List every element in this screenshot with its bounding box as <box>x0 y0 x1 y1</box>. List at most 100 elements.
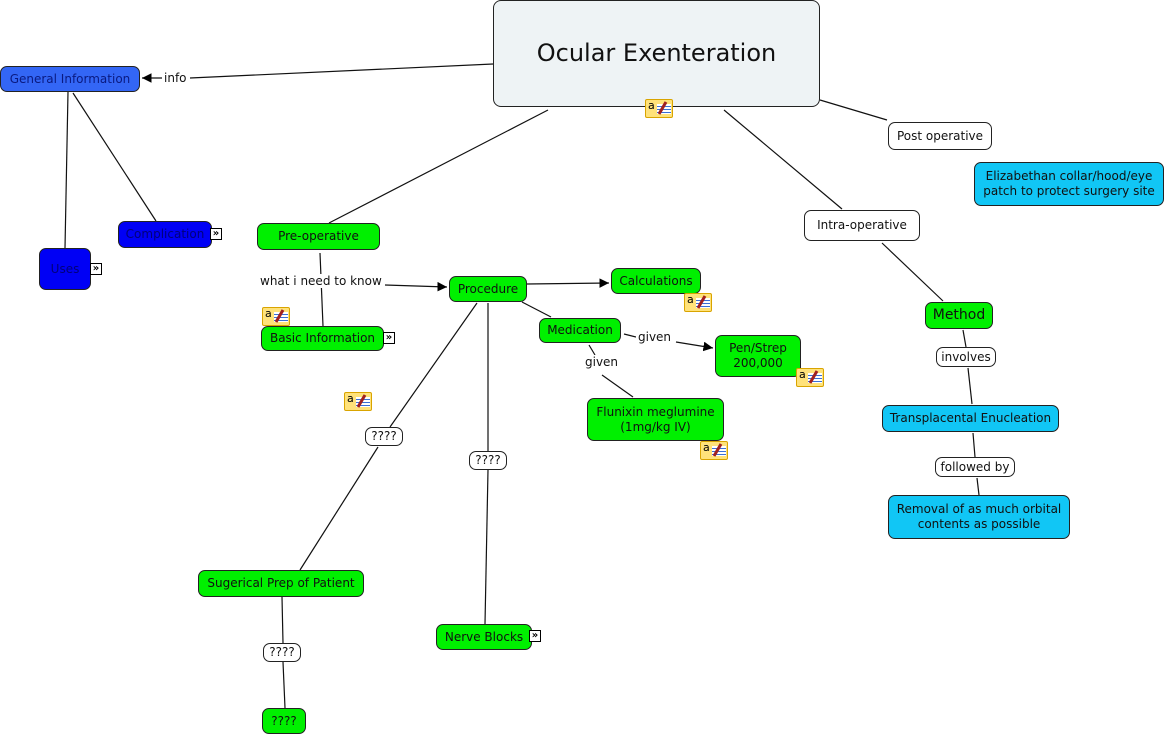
concept-postop[interactable]: Post operative <box>888 122 992 150</box>
concept-label: Elizabethan collar/hood/eye patch to pro… <box>983 169 1155 198</box>
note-lines <box>808 373 822 383</box>
concept-calculations[interactable]: Calculations <box>611 268 701 294</box>
concept-label: ???? <box>271 713 297 728</box>
concept-transplacental[interactable]: Transplacental Enucleation <box>882 405 1059 432</box>
link-line <box>819 99 888 121</box>
concept-label: Sugerical Prep of Patient <box>207 576 355 590</box>
concept-complication[interactable]: Complication <box>118 221 212 248</box>
link-line <box>484 469 489 625</box>
concept-followed[interactable]: followed by <box>935 457 1015 477</box>
link-line <box>881 242 944 302</box>
concept-label: Nerve Blocks <box>444 629 524 644</box>
link-line <box>976 477 980 496</box>
concept-collar[interactable]: Elizabethan collar/hood/eye patch to pro… <box>974 162 1164 206</box>
concept-label: Removal of as much orbital contents as p… <box>896 502 1062 531</box>
link-line <box>962 329 967 348</box>
concept-label: Transplacental Enucleation <box>889 411 1052 425</box>
concept-preop[interactable]: Pre-operative <box>257 223 380 250</box>
concept-general[interactable]: General Information <box>0 66 140 92</box>
note-lines <box>696 298 710 308</box>
note-lines <box>657 104 671 114</box>
link-line <box>189 63 494 79</box>
concept-label: ???? <box>475 453 501 467</box>
link-line <box>623 333 637 338</box>
expand-submap-icon[interactable]: » <box>210 228 222 240</box>
link-label-know: what i need to know <box>258 274 384 288</box>
concept-label: Intra-operative <box>817 218 907 232</box>
annotation-note-icon[interactable]: a <box>684 293 712 312</box>
concept-label: Flunixin meglumine (1mg/kg IV) <box>596 404 715 434</box>
concept-uses[interactable]: Uses <box>39 248 91 290</box>
concept-prep[interactable]: Sugerical Prep of Patient <box>198 570 364 597</box>
concept-label: Method <box>932 307 986 323</box>
concept-q4[interactable]: ???? <box>262 708 306 734</box>
concept-label: General Information <box>9 71 131 86</box>
concept-flunixin[interactable]: Flunixin meglumine (1mg/kg IV) <box>587 398 724 441</box>
link-line <box>281 596 284 644</box>
concept-procedure[interactable]: Procedure <box>449 276 527 302</box>
link-line <box>601 374 634 398</box>
concept-label: Medication <box>547 323 613 337</box>
link-line <box>588 344 596 356</box>
concept-intraop[interactable]: Intra-operative <box>804 210 920 241</box>
link-label-given1: given <box>636 330 674 344</box>
concept-label: Post operative <box>896 128 984 143</box>
concept-basic[interactable]: Basic Information <box>261 326 384 351</box>
concept-label: Complication <box>125 227 205 241</box>
arrow-link <box>384 281 448 292</box>
concept-involves[interactable]: involves <box>936 347 996 367</box>
concept-medication[interactable]: Medication <box>539 318 621 343</box>
concept-q3[interactable]: ???? <box>263 643 301 662</box>
concept-label: Ocular Exenteration <box>536 39 777 67</box>
link-line <box>319 252 324 327</box>
link-line <box>328 109 549 224</box>
note-letter: a <box>703 441 710 454</box>
concept-label: followed by <box>940 459 1010 474</box>
concept-label: involves <box>941 349 991 364</box>
note-letter: a <box>687 293 694 306</box>
concept-q1[interactable]: ???? <box>365 427 403 446</box>
expand-submap-icon[interactable]: » <box>383 332 395 344</box>
link-line <box>972 432 976 458</box>
concept-label: ???? <box>269 645 295 659</box>
annotation-note-icon[interactable]: a <box>645 99 673 118</box>
arrow-link <box>526 278 610 288</box>
expand-submap-icon[interactable]: » <box>90 263 102 275</box>
expand-submap-icon[interactable]: » <box>529 630 541 642</box>
concept-label: Pen/Strep 200,000 <box>729 341 787 370</box>
concept-title[interactable]: Ocular Exenteration <box>493 0 820 107</box>
note-lines <box>356 397 370 407</box>
annotation-note-icon[interactable]: a <box>796 368 824 387</box>
concept-label: Procedure <box>457 281 519 296</box>
link-label-given2: given <box>583 355 621 369</box>
concept-method[interactable]: Method <box>925 302 993 329</box>
concept-q2[interactable]: ???? <box>469 451 507 470</box>
note-lines <box>712 446 726 456</box>
link-line <box>64 91 69 249</box>
concept-label: Pre-operative <box>278 229 359 243</box>
note-letter: a <box>799 368 806 381</box>
link-line <box>389 302 478 428</box>
link-line <box>299 446 379 571</box>
concept-nerve[interactable]: Nerve Blocks <box>436 624 532 650</box>
concept-penstrep[interactable]: Pen/Strep 200,000 <box>715 335 801 377</box>
arrow-link <box>675 341 714 352</box>
note-letter: a <box>347 392 354 405</box>
link-label-info: info <box>162 71 189 85</box>
concept-label: Uses <box>50 261 80 276</box>
concept-label: ???? <box>371 429 397 443</box>
link-line <box>72 92 157 222</box>
note-letter: a <box>265 307 272 320</box>
link-line <box>282 661 286 709</box>
concept-label: Basic Information <box>269 331 376 345</box>
note-lines <box>274 312 288 322</box>
link-line <box>521 301 552 318</box>
annotation-note-icon[interactable]: a <box>700 441 728 460</box>
concept-removal[interactable]: Removal of as much orbital contents as p… <box>888 495 1070 539</box>
annotation-note-icon[interactable]: a <box>262 307 290 326</box>
concept-label: Calculations <box>619 273 693 288</box>
note-letter: a <box>648 99 655 112</box>
link-line <box>967 367 973 405</box>
annotation-note-icon[interactable]: a <box>344 392 372 411</box>
